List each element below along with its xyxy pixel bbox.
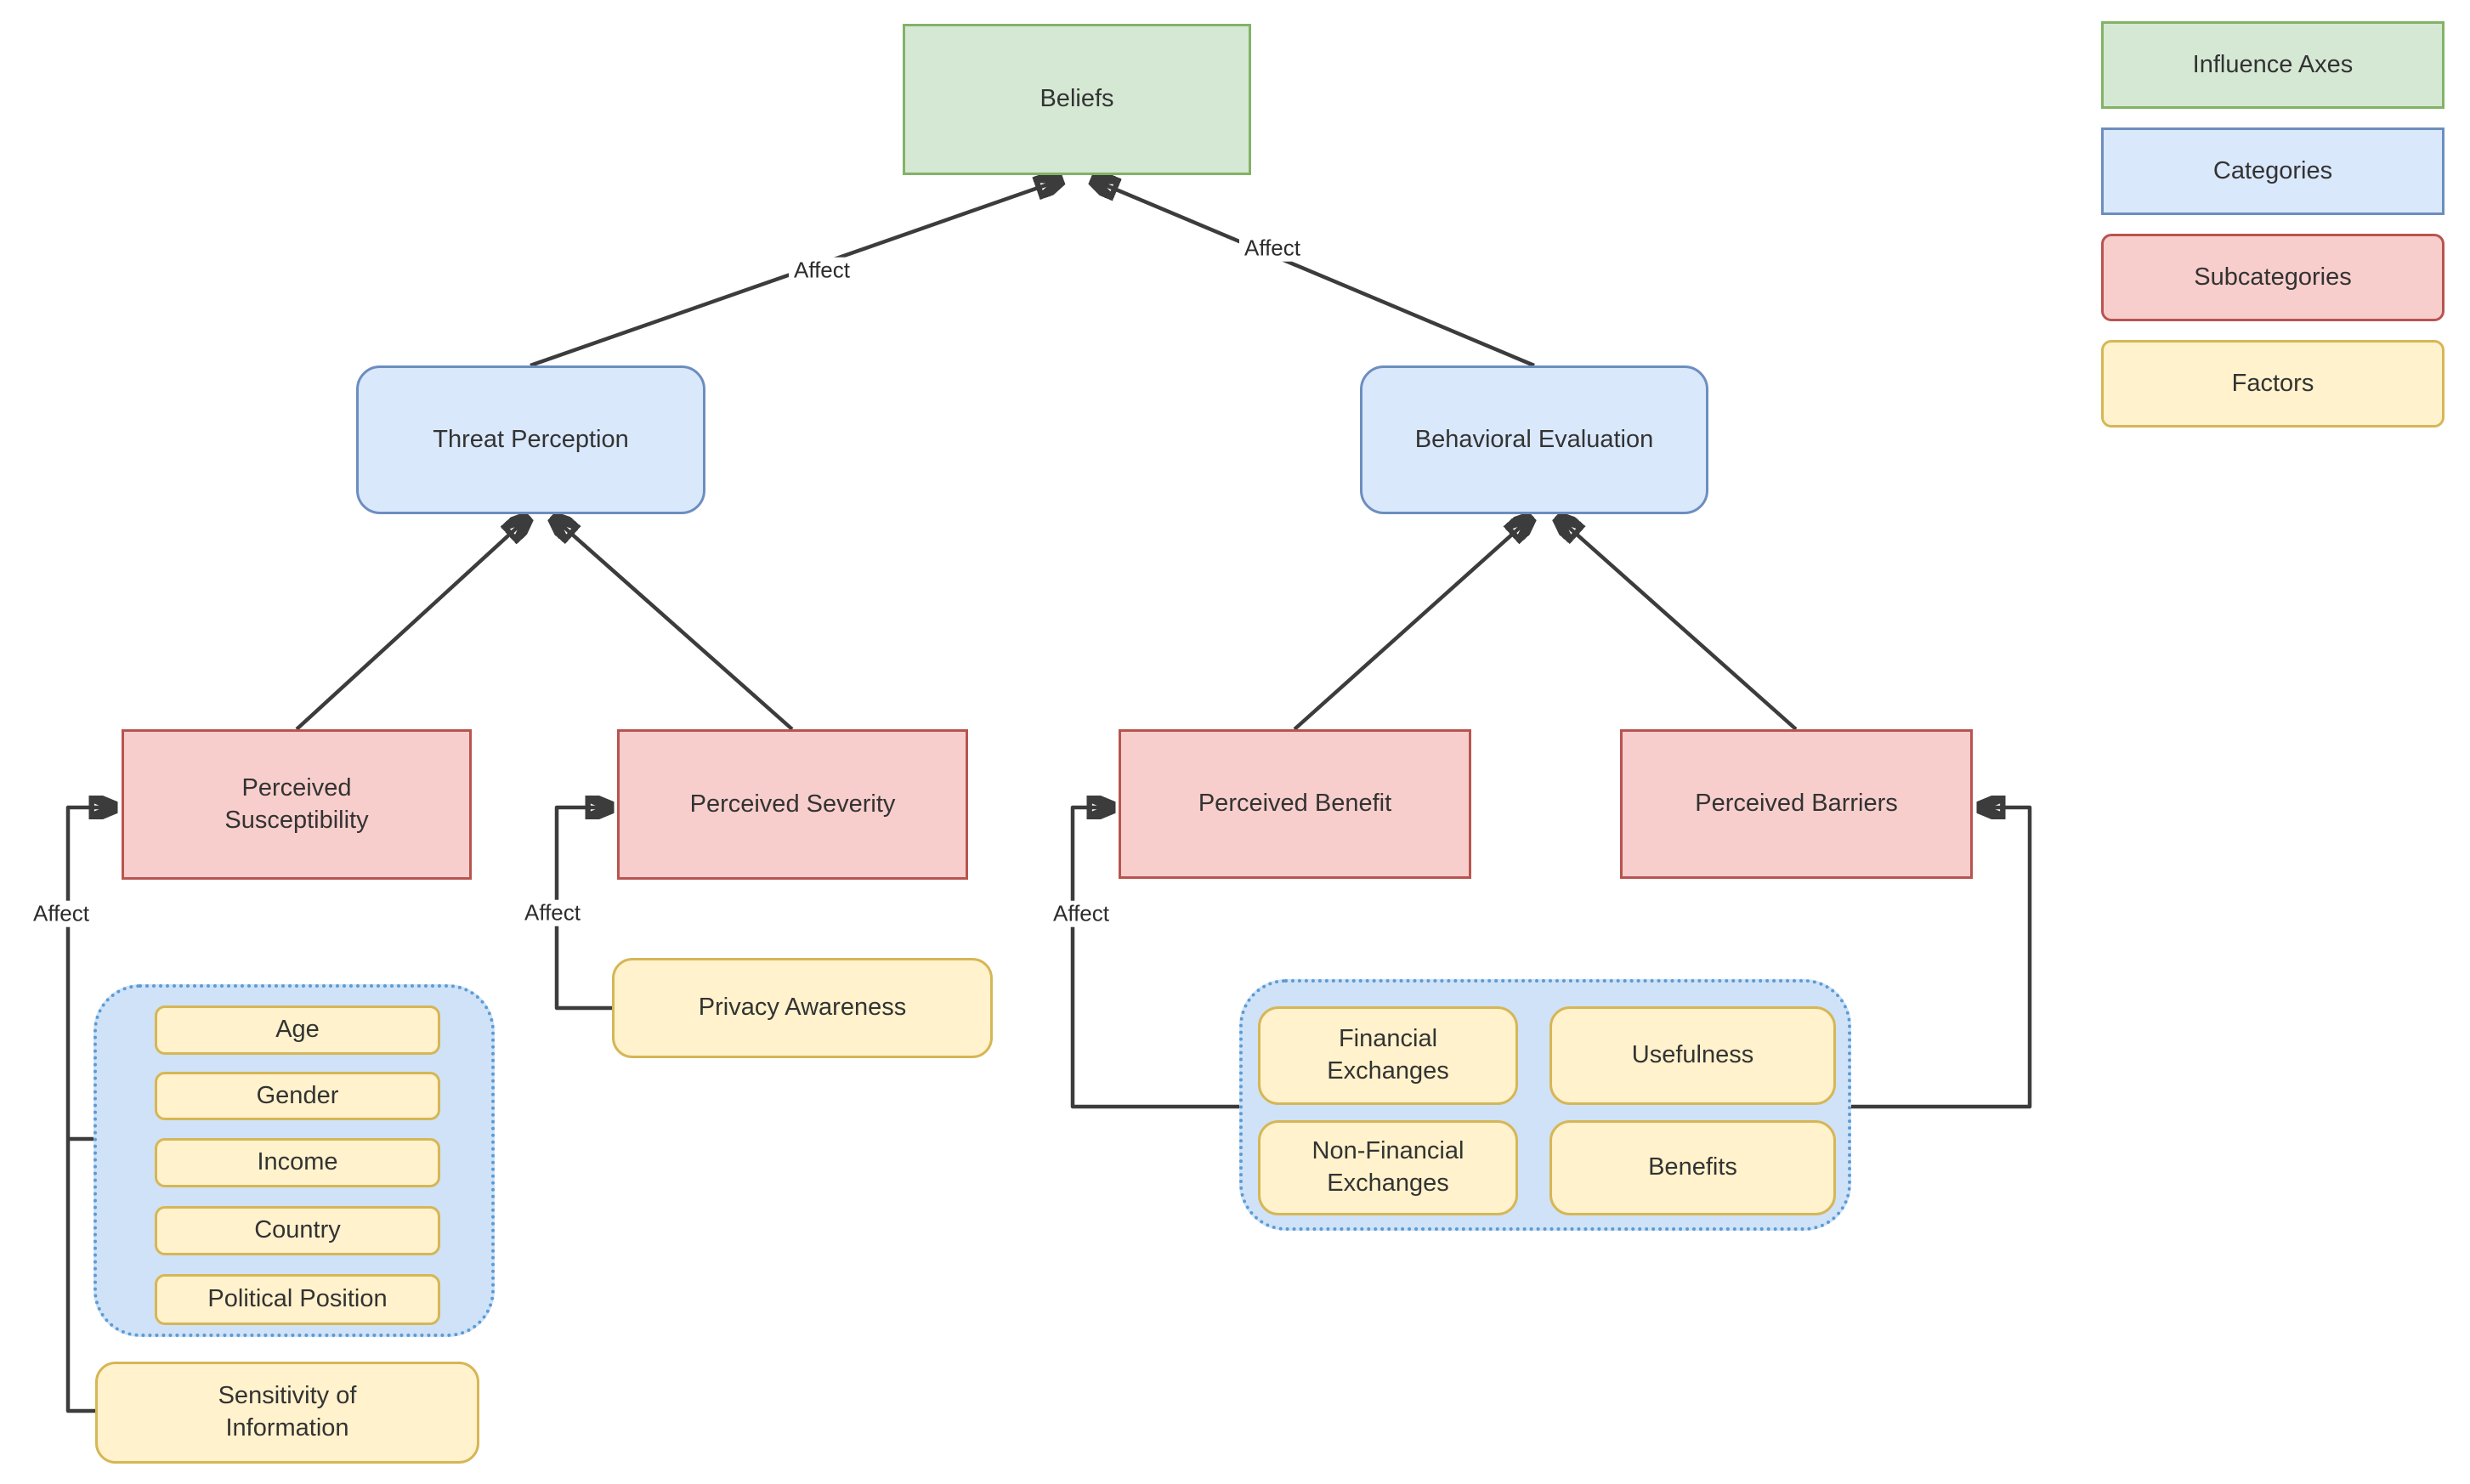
legend-factors: Factors xyxy=(2101,340,2445,428)
node-non-financial-exchanges: Non-Financial Exchanges xyxy=(1258,1120,1518,1215)
edge-label-affect-severity: Affect xyxy=(518,899,586,926)
edge-exchange-factors-to-perceived-benefit xyxy=(1070,807,1241,1109)
node-usefulness: Usefulness xyxy=(1549,1006,1836,1105)
edge-sensitivity-to-perceived-susceptibility xyxy=(65,807,114,1413)
node-privacy-awareness: Privacy Awareness xyxy=(612,958,993,1058)
node-age: Age xyxy=(155,1005,440,1055)
node-income: Income xyxy=(155,1138,440,1187)
edge-behavioral-evaluation-to-beliefs xyxy=(1094,180,1535,368)
edge-perceived-susceptibility-to-threat-perception xyxy=(295,518,527,731)
edge-label-affect-susceptibility: Affect xyxy=(27,900,95,927)
node-behavioral-evaluation: Behavioral Evaluation xyxy=(1360,365,1708,514)
edge-exchange-factors-to-perceived-barriers xyxy=(1850,807,2032,1109)
legend-subcategories: Subcategories xyxy=(2101,234,2445,321)
edge-label-affect-behavioral: Affect xyxy=(1238,235,1306,262)
edge-perceived-benefit-to-behavioral-evaluation xyxy=(1293,518,1530,731)
node-perceived-barriers: Perceived Barriers xyxy=(1620,729,1973,879)
node-country: Country xyxy=(155,1206,440,1255)
node-perceived-benefit: Perceived Benefit xyxy=(1119,729,1471,879)
node-perceived-susceptibility: Perceived Susceptibility xyxy=(122,729,472,880)
node-sensitivity-of-information: Sensitivity of Information xyxy=(95,1362,479,1464)
node-benefits: Benefits xyxy=(1549,1120,1836,1215)
edge-perceived-barriers-to-behavioral-evaluation xyxy=(1559,518,1798,731)
node-threat-perception: Threat Perception xyxy=(356,365,705,514)
node-political-position: Political Position xyxy=(155,1274,440,1325)
edge-perceived-severity-to-threat-perception xyxy=(554,518,794,731)
node-beliefs: Beliefs xyxy=(903,24,1251,175)
node-gender: Gender xyxy=(155,1072,440,1120)
edge-label-affect-threat: Affect xyxy=(788,257,856,284)
edge-label-affect-benefit: Affect xyxy=(1047,900,1115,927)
legend-categories: Categories xyxy=(2101,127,2445,215)
node-perceived-severity: Perceived Severity xyxy=(617,729,968,880)
node-financial-exchanges: Financial Exchanges xyxy=(1258,1006,1518,1105)
legend-influence-axes: Influence Axes xyxy=(2101,21,2445,109)
